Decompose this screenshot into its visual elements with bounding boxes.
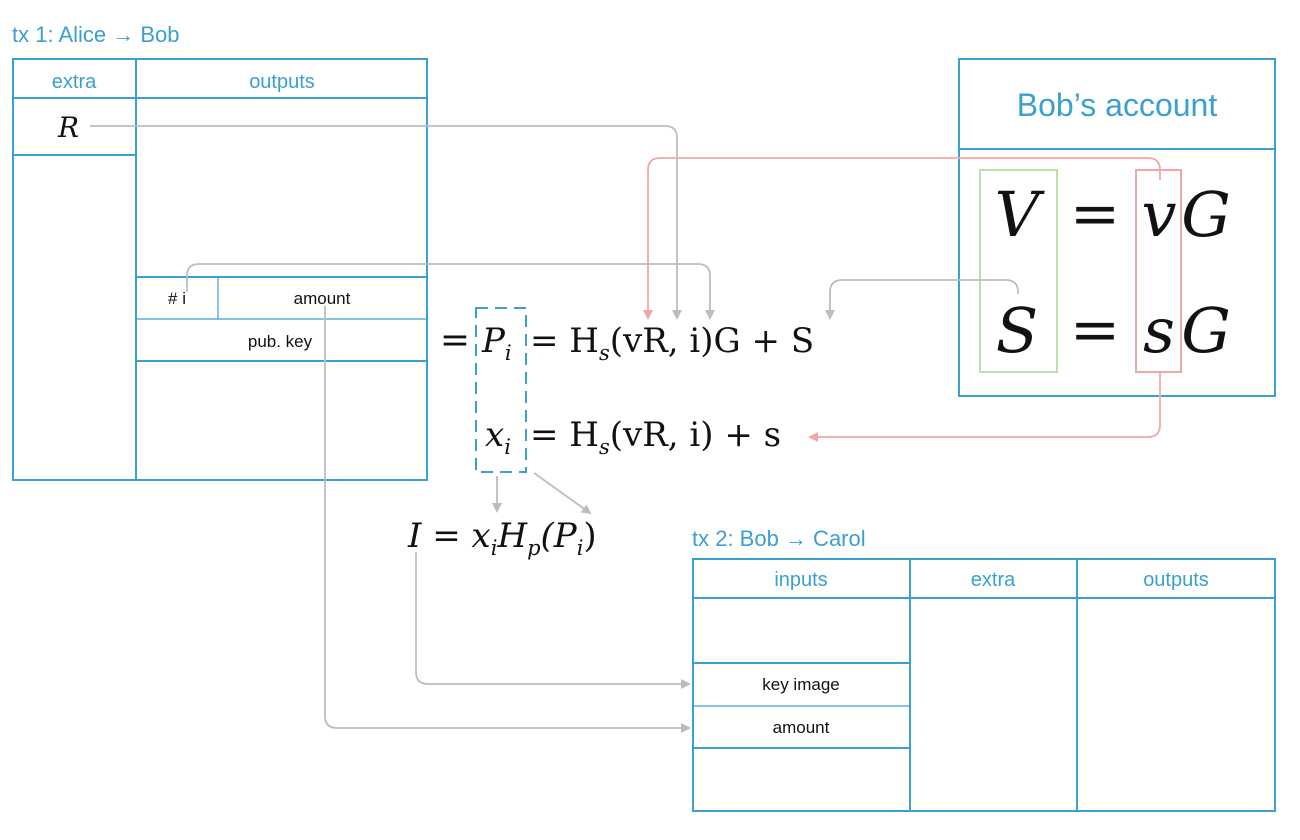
tx1-extra-R: R xyxy=(57,111,79,144)
bob-account-box xyxy=(958,58,1276,397)
pi-prefix-equals: = xyxy=(440,320,470,361)
arrow-s-to-xi xyxy=(808,372,1161,442)
tx2-col-inputs: inputs xyxy=(774,569,827,591)
arrow-index-to-Pi xyxy=(186,263,715,320)
eq2-lhs-S: S xyxy=(996,294,1038,367)
eq2-equals: = xyxy=(1070,295,1120,365)
arrow-S-to-Pi xyxy=(825,279,1019,320)
ki-sub3: i xyxy=(577,536,584,560)
pi-var: P xyxy=(481,321,506,361)
arrow-R-to-Pi xyxy=(90,125,682,320)
pi-rhs-2: (vR, i)G + S xyxy=(610,321,814,361)
arrow-amount-to-input xyxy=(324,306,691,733)
xi-rhs-sub: s xyxy=(599,435,610,459)
bob-account-title: Bob’s account xyxy=(1017,87,1218,123)
arrow-key-image-to-input xyxy=(415,552,691,689)
ki-sub2: p xyxy=(527,536,540,560)
tx2-group: tx 2: Bob → Carol inputs extra outputs k… xyxy=(692,526,1276,812)
pi-rhs-sub: s xyxy=(599,341,610,365)
tx2-input-amount: amount xyxy=(773,718,830,737)
tx2-col-extra: extra xyxy=(971,569,1016,591)
public-keys-highlight xyxy=(979,169,1058,373)
xi-formula: xi = Hs(vR, i) + s xyxy=(485,415,781,459)
eq1-scalar-v: v xyxy=(1141,178,1176,251)
pi-rhs-1: = H xyxy=(530,321,599,361)
tx1-col-extra: extra xyxy=(52,71,97,93)
eq1-lhs-V: V xyxy=(995,178,1046,251)
tx1-col-outputs: outputs xyxy=(249,71,315,93)
arrow-v-to-Pi xyxy=(643,157,1161,320)
xi-rhs-2: (vR, i) + s xyxy=(610,415,781,455)
eq2-base-G: G xyxy=(1181,294,1231,367)
xi-sub: i xyxy=(504,435,511,459)
eq1-equals: = xyxy=(1070,179,1120,249)
one-time-key-highlight xyxy=(475,307,527,473)
key-image-formula: I = xiHp(Pi) xyxy=(407,516,597,560)
tx1-group: tx 1: Alice → Bob extra outputs R # i am… xyxy=(12,22,428,481)
tx2-input-key-image: key image xyxy=(762,675,839,694)
tx2-col-outputs: outputs xyxy=(1143,569,1209,591)
tx1-table-border xyxy=(12,58,428,481)
xi-rhs-1: = H xyxy=(530,415,599,455)
bob-account-group: Bob’s account V = v G S = s G xyxy=(958,58,1276,397)
arrows-group xyxy=(90,125,1161,733)
private-keys-highlight xyxy=(1135,169,1182,373)
ki-lhs: I = x xyxy=(407,516,491,556)
ki-mid: H xyxy=(496,516,528,556)
tx1-output-pubkey: pub. key xyxy=(248,332,313,351)
xi-var: x xyxy=(485,415,504,455)
pi-sub: i xyxy=(505,341,512,365)
eq2-scalar-s: s xyxy=(1143,294,1175,367)
ki-sub1: i xyxy=(491,536,498,560)
arrow-box-to-key-image-right xyxy=(533,472,592,515)
tx2-title: tx 2: Bob → Carol xyxy=(692,526,866,551)
ki-close: ) xyxy=(583,516,596,556)
ki-paren: (P xyxy=(541,516,578,556)
tx1-output-amount: amount xyxy=(294,289,351,308)
pi-formula: Pi = Hs(vR, i)G + S xyxy=(481,321,814,365)
tx1-output-index: # i xyxy=(168,289,186,308)
tx1-title: tx 1: Alice → Bob xyxy=(12,22,180,47)
eq1-base-G: G xyxy=(1181,178,1231,251)
formulas-group: = Pi= Hs(vR, i)G + S xi= Hs(vR, i) + s I… xyxy=(407,307,814,560)
